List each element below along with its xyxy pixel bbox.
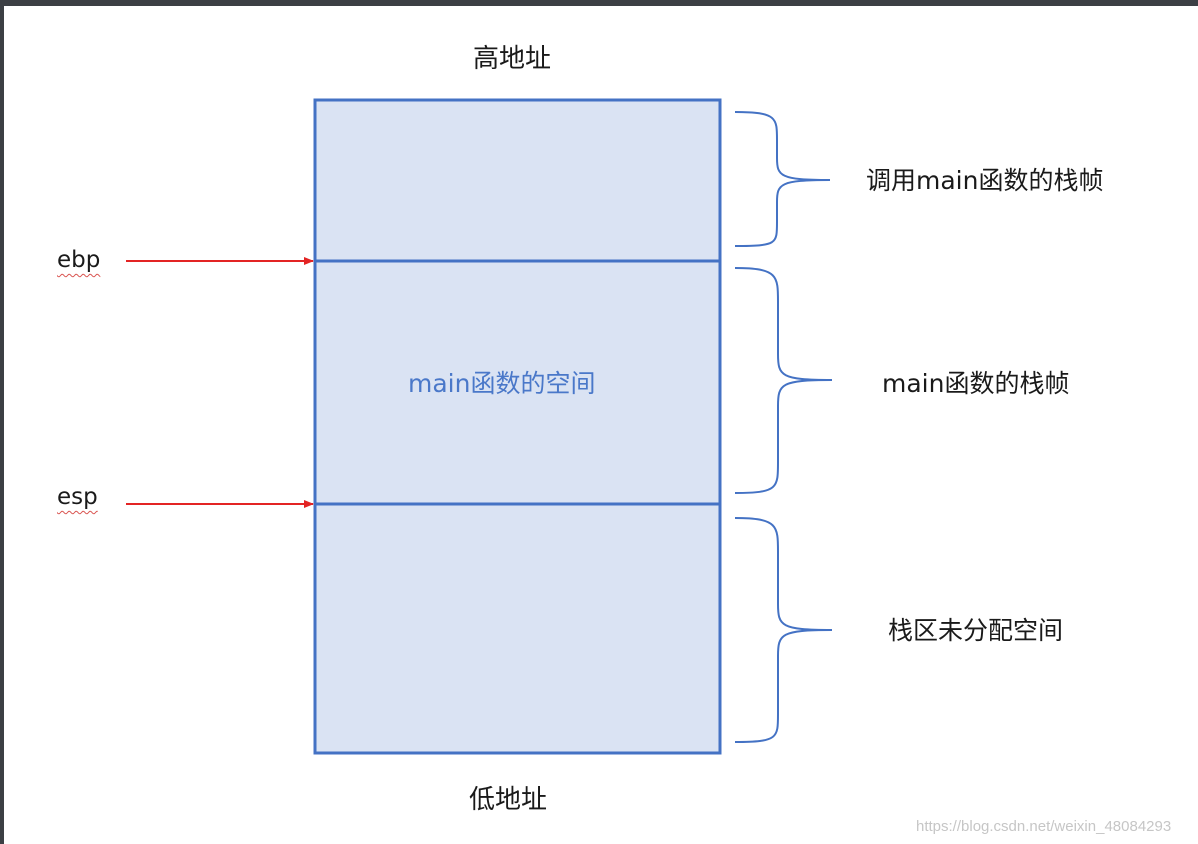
unallocated-brace [734,517,833,743]
watermark-text: https://blog.csdn.net/weixin_48084293 [916,818,1172,835]
window-top-bar [0,0,1198,6]
ebp-label: ebp [57,247,101,273]
main-frame-brace [734,267,833,494]
caller-frame-block [313,98,722,263]
high-address-label: 高地址 [473,44,552,74]
unallocated-label: 栈区未分配空间 [888,616,1064,645]
caller-frame-brace [734,111,831,247]
main-frame-label: main函数的栈帧 [882,369,1070,398]
main-frame-block [313,259,722,506]
window-left-edge [0,6,4,844]
unallocated-block [313,502,722,755]
low-address-label: 低地址 [469,785,548,815]
caller-frame-label: 调用main函数的栈帧 [866,166,1104,195]
main-space-label: main函数的空间 [408,369,596,398]
esp-label: esp [57,484,98,510]
